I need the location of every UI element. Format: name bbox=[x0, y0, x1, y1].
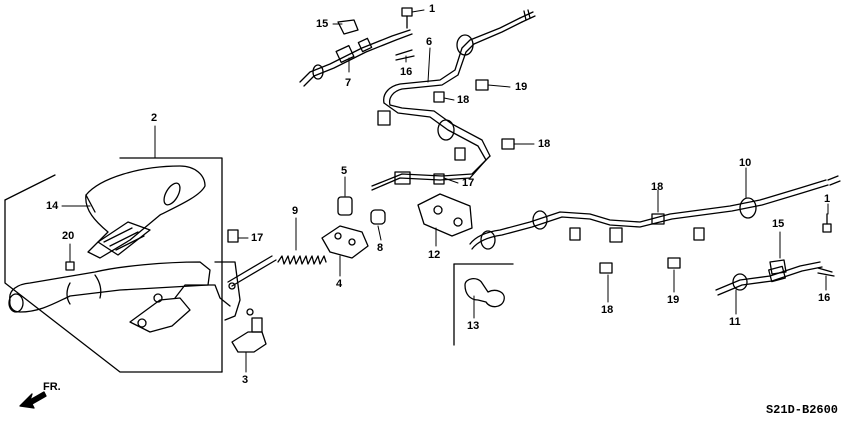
callout-11: 11 bbox=[729, 316, 741, 328]
callout-19: 19 bbox=[515, 81, 528, 93]
callout-16: 16 bbox=[818, 292, 831, 304]
rear-brake-cable bbox=[470, 176, 840, 295]
return-spring bbox=[278, 256, 326, 264]
callout-17: 17 bbox=[462, 177, 475, 189]
callout-10: 10 bbox=[739, 157, 752, 169]
callout-2: 2 bbox=[151, 112, 158, 124]
parking-brake-lever-assembly bbox=[5, 158, 276, 372]
callout-15: 15 bbox=[316, 18, 329, 30]
adjusting-nut bbox=[338, 197, 352, 215]
front-direction-arrow bbox=[20, 392, 46, 408]
callout-18: 18 bbox=[601, 304, 614, 316]
callout-13: 13 bbox=[467, 320, 480, 332]
front-direction-label: FR. bbox=[43, 381, 61, 393]
callout-1: 1 bbox=[824, 193, 831, 205]
callout-4: 4 bbox=[336, 278, 343, 290]
callout-19: 19 bbox=[667, 294, 680, 306]
callout-18: 18 bbox=[457, 94, 470, 106]
diagram-code: S21D-B2600 bbox=[765, 403, 838, 417]
callout-14: 14 bbox=[46, 200, 59, 212]
bushing bbox=[371, 210, 385, 224]
parking-brake-switch bbox=[232, 318, 266, 352]
cable-bracket bbox=[418, 194, 472, 236]
lever-cover bbox=[86, 166, 205, 258]
cable-clip bbox=[454, 264, 513, 345]
callout-3: 3 bbox=[242, 374, 249, 386]
callout-1: 1 bbox=[429, 3, 436, 15]
upper-brake-cable bbox=[300, 10, 535, 190]
callout-7: 7 bbox=[345, 77, 352, 89]
callout-17: 17 bbox=[251, 232, 264, 244]
callout-8: 8 bbox=[377, 242, 384, 254]
callout-16: 16 bbox=[400, 66, 413, 78]
equalizer bbox=[322, 226, 368, 258]
callout-9: 9 bbox=[292, 205, 299, 217]
callout-5: 5 bbox=[341, 165, 348, 177]
callout-18: 18 bbox=[538, 138, 551, 150]
callout-18: 18 bbox=[651, 181, 664, 193]
callout-6: 6 bbox=[426, 36, 433, 48]
callout-15: 15 bbox=[772, 218, 785, 230]
callout-12: 12 bbox=[428, 249, 441, 261]
callout-20: 20 bbox=[62, 230, 75, 242]
leader-lines bbox=[62, 10, 828, 372]
